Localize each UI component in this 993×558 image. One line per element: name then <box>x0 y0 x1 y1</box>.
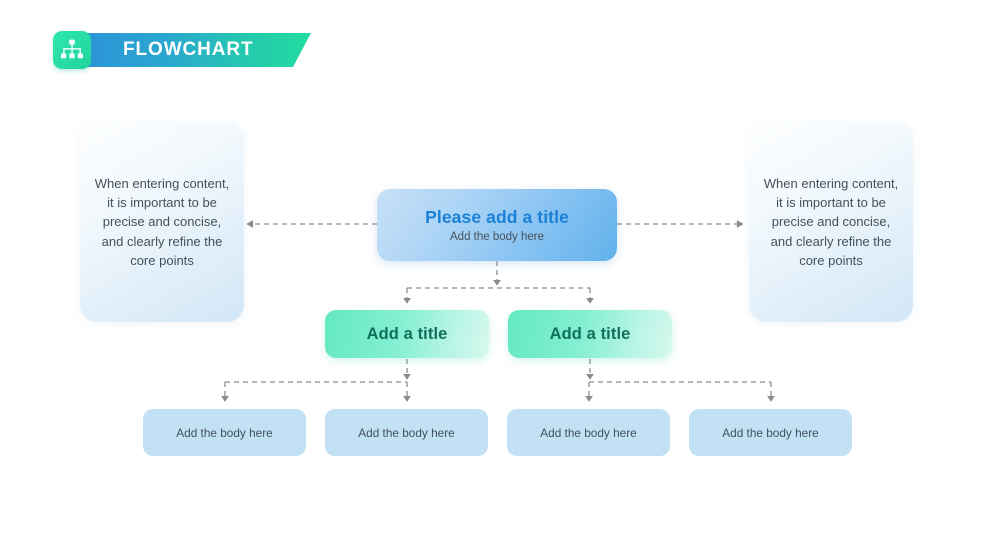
leaf-node-4-title: Add the body here <box>722 425 819 440</box>
header-banner <box>83 33 311 67</box>
org-chart-icon <box>53 31 91 69</box>
leaf-node-1[interactable]: Add the body here <box>143 409 306 456</box>
leaf-node-3[interactable]: Add the body here <box>507 409 670 456</box>
side-note-left[interactable]: When entering content, it is important t… <box>80 122 244 322</box>
center-node-title: Please add a title <box>425 207 569 227</box>
branch-node-1[interactable]: Add a title <box>325 310 489 358</box>
branch-node-2-title: Add a title <box>549 324 631 343</box>
leaf-node-4[interactable]: Add the body here <box>689 409 852 456</box>
side-note-right-text: When entering content, it is important t… <box>763 175 899 268</box>
leaf-node-3-title: Add the body here <box>540 425 637 440</box>
branch-node-2[interactable]: Add a title <box>508 310 672 358</box>
branch-node-1-title: Add a title <box>366 324 448 343</box>
center-node-subtitle: Add the body here <box>450 231 544 243</box>
leaf-node-1-title: Add the body here <box>176 425 273 440</box>
header-title: FLOWCHART <box>123 39 254 60</box>
side-note-left-text: When entering content, it is important t… <box>94 175 230 268</box>
leaf-node-2[interactable]: Add the body here <box>325 409 488 456</box>
leaf-node-2-title: Add the body here <box>358 425 455 440</box>
center-node[interactable]: Please add a title Add the body here <box>377 189 617 261</box>
side-note-right[interactable]: When entering content, it is important t… <box>749 122 913 322</box>
